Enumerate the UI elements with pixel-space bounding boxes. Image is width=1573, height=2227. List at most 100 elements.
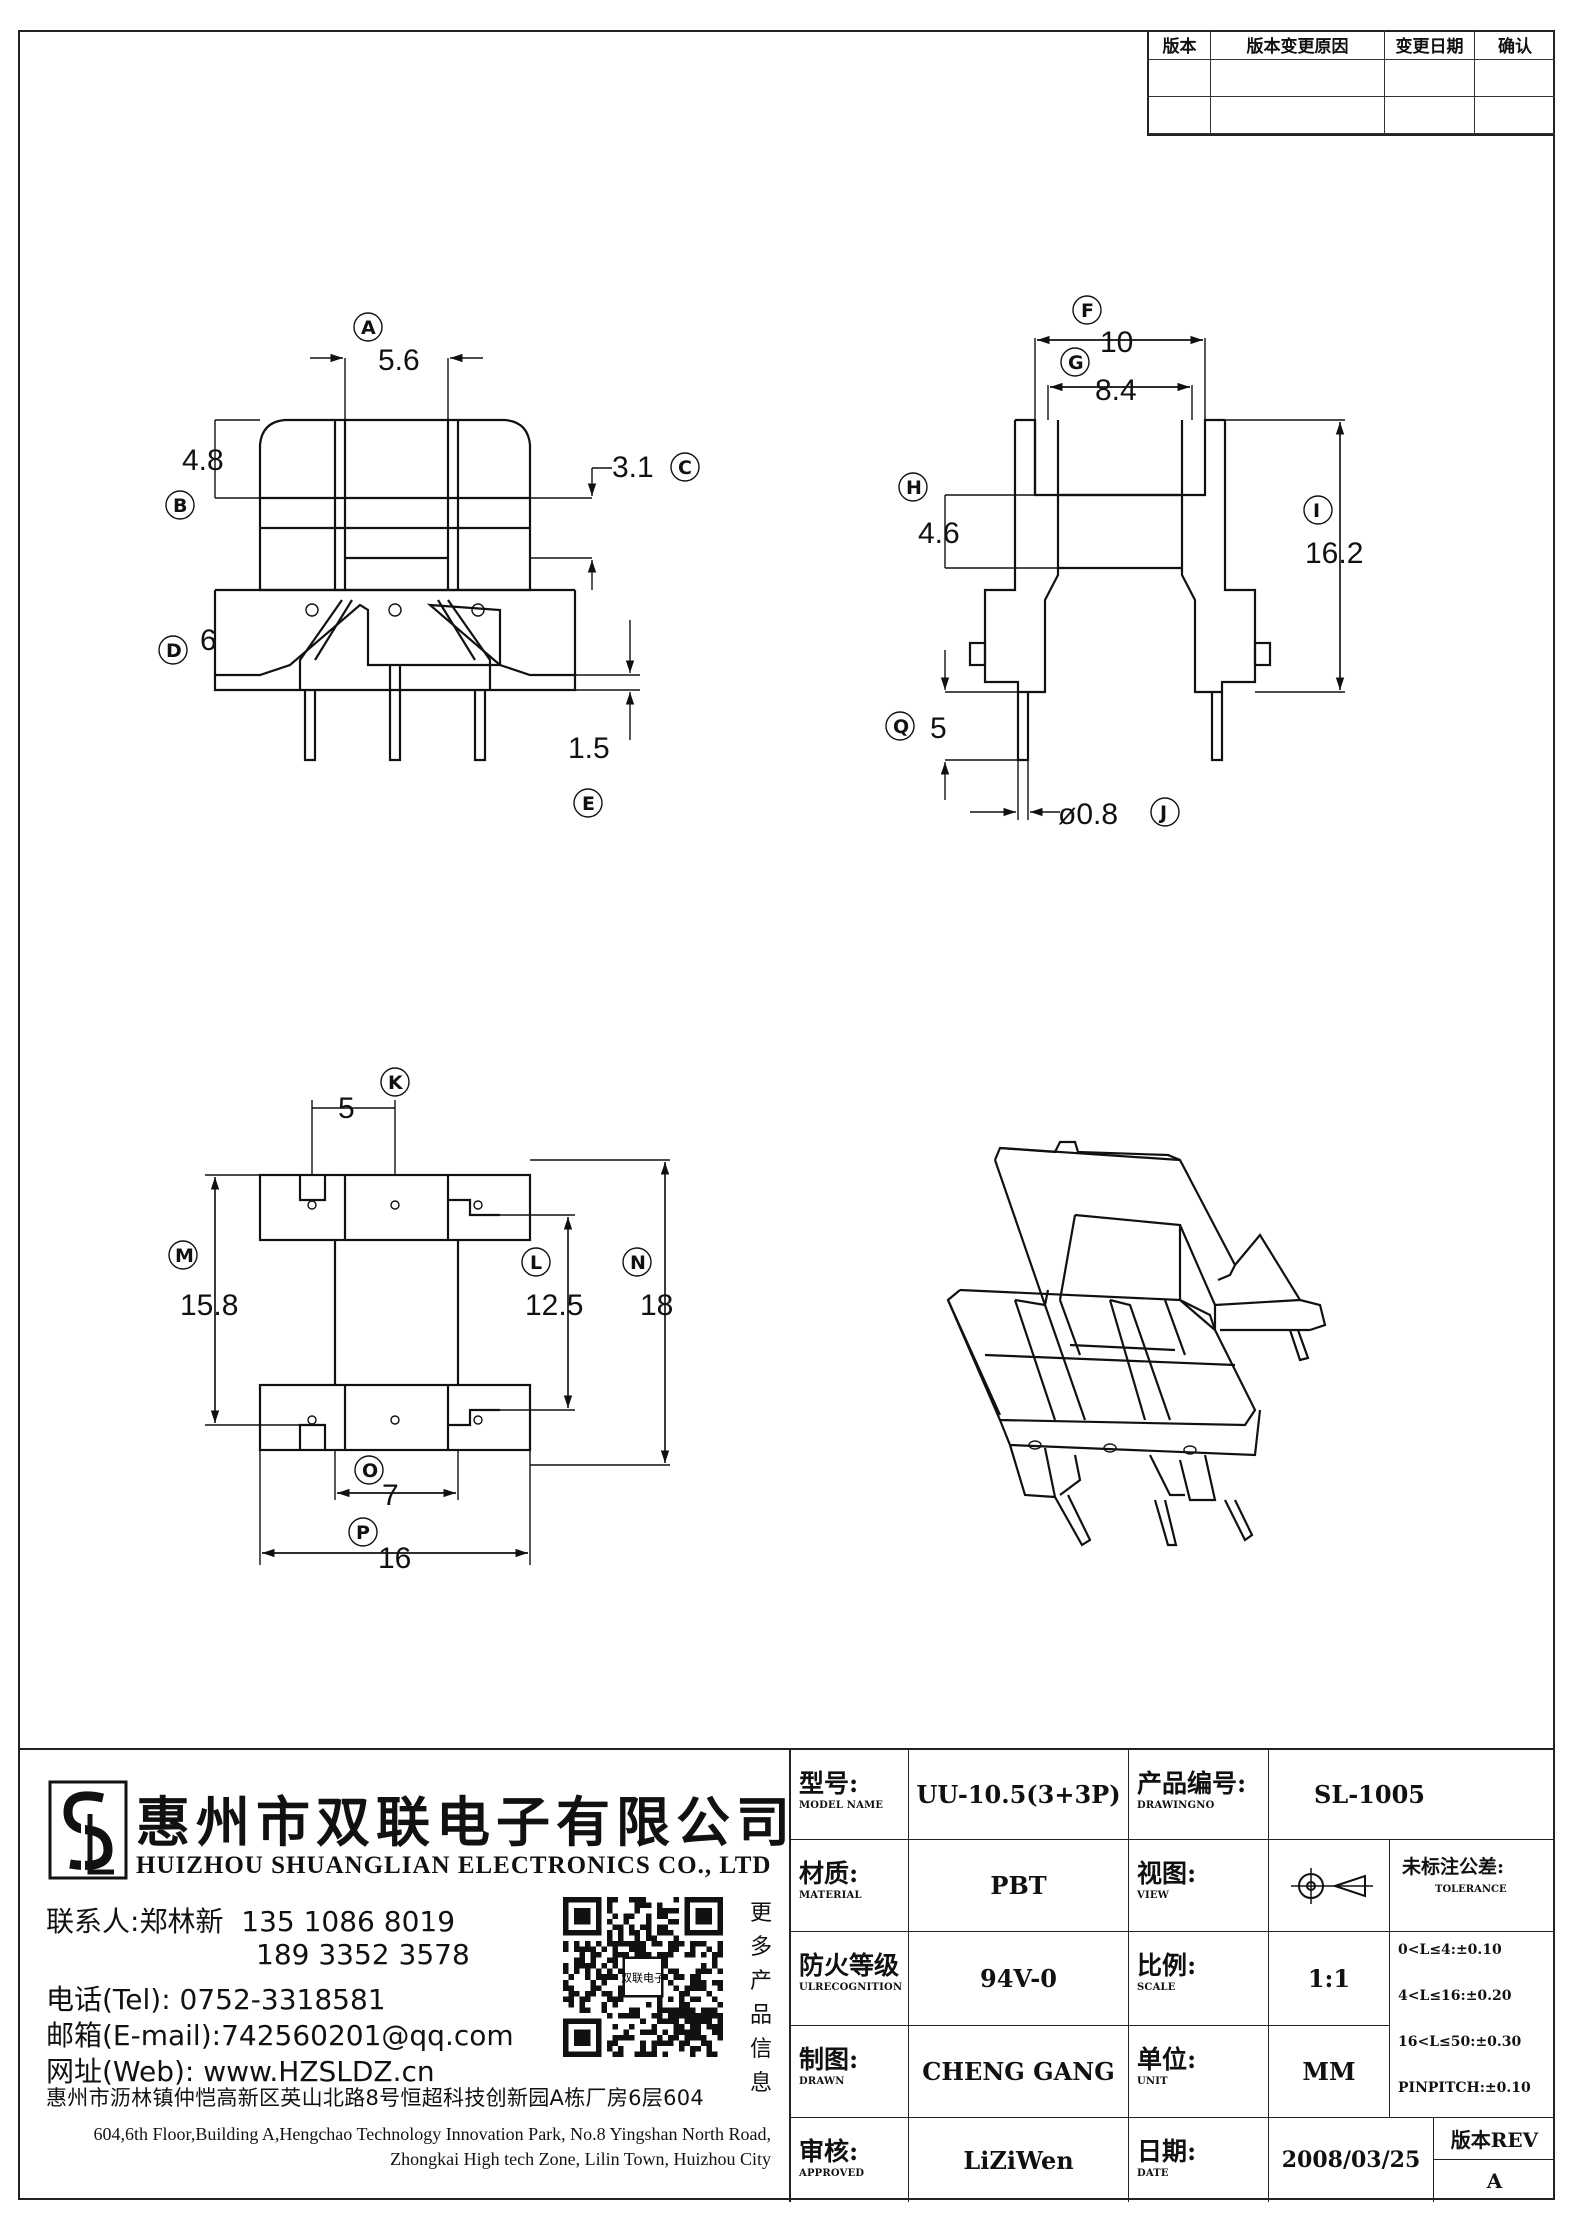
dim-P: 16 (378, 1542, 411, 1575)
drawingno-label: 产品编号:DRAWINGNO (1129, 1750, 1269, 1840)
side-view: 10 8.4 4.6 16.2 5 ø0.8 (918, 326, 1363, 831)
approved-label: 审核:APPROVED (791, 2118, 909, 2202)
dim-F: 10 (1100, 326, 1133, 359)
tolerance-list: 0<L≤4:±0.10 4<L≤16:±0.20 16<L≤50:±0.30 P… (1390, 1932, 1555, 2118)
dim-A: 5.6 (378, 344, 420, 377)
drawingno-value: SL-1005 (1269, 1750, 1555, 1840)
dim-L: 12.5 (525, 1289, 583, 1322)
rev-cell (1211, 60, 1385, 97)
rev-cell (1385, 97, 1475, 134)
callout-D: D (166, 640, 182, 662)
revision-table: 版本 版本变更原因 变更日期 确认 (1147, 30, 1555, 136)
unit-label: 单位:UNIT (1129, 2026, 1269, 2118)
contact-label: 联系人: (46, 1905, 140, 1938)
callout-O: O (362, 1460, 378, 1482)
callout-I: I (1313, 500, 1320, 522)
projection-symbol (1269, 1840, 1390, 1932)
qr-code-icon: 双联电子 (563, 1897, 723, 2057)
callout-H: H (906, 477, 922, 499)
contact-line: 联系人:郑林新 135 1086 8019 (46, 1900, 455, 1940)
qr-side-char: 息 (749, 2071, 772, 2096)
tolerance-2: 4<L≤16:±0.20 (1398, 1988, 1512, 2004)
dim-Q: 5 (930, 712, 947, 745)
company-name-cn: 惠州市双联电子有限公司 (136, 1790, 796, 1854)
view-label: 视图:VIEW (1129, 1840, 1269, 1932)
callout-L: L (530, 1252, 542, 1274)
drawn-value: CHENG GANG (909, 2026, 1129, 2118)
company-logo-icon (48, 1780, 128, 1880)
dim-M: 15.8 (180, 1289, 238, 1322)
callout-J: J (1158, 802, 1167, 824)
qr-side-char: 品 (749, 2003, 772, 2028)
tolerance-3: 16<L≤50:±0.30 (1398, 2034, 1522, 2050)
dim-I: 16.2 (1305, 537, 1363, 570)
company-name-en: HUIZHOU SHUANGLIAN ELECTRONICS CO., LTD (136, 1852, 772, 1879)
rev-cell (1385, 60, 1475, 97)
rev-value: A (1486, 2169, 1503, 2193)
scale-label: 比例:SCALE (1129, 1932, 1269, 2026)
email-line: 邮箱(E-mail):742560201@qq.com (46, 2019, 514, 2052)
callout-B: B (173, 495, 187, 517)
callout-M: M (175, 1245, 194, 1267)
callout-K: K (388, 1072, 404, 1094)
dim-N: 18 (640, 1289, 673, 1322)
dim-H: 4.6 (918, 517, 960, 550)
address-cn: 惠州市沥林镇仲恺高新区英山北路8号恒超科技创新园A栋厂房6层604 (46, 2086, 705, 2110)
rev-cell (1211, 97, 1385, 134)
qr-side-char: 更 (749, 1901, 772, 1926)
callout-Q: Q (893, 716, 909, 738)
rev-cell (1149, 97, 1211, 134)
rev-header-date: 变更日期 (1385, 30, 1475, 60)
dim-B: 4.8 (182, 444, 224, 477)
scale-value: 1:1 (1269, 1932, 1390, 2026)
isometric-view (946, 1140, 1327, 1547)
tolerance-1: 0<L≤4:±0.10 (1398, 1942, 1502, 1958)
dim-O: 7 (382, 1479, 399, 1512)
dim-K: 5 (338, 1092, 355, 1125)
title-block: 惠州市双联电子有限公司 HUIZHOU SHUANGLIAN ELECTRONI… (18, 1748, 1555, 2202)
dim-G: 8.4 (1095, 374, 1137, 407)
tolerance-4: PINPITCH:±0.10 (1398, 2080, 1531, 2096)
rev-header-version: 版本 (1149, 30, 1211, 60)
qr-center-text: 双联电子 (621, 1971, 665, 1984)
callout-F: F (1081, 300, 1094, 322)
rev-cell (1475, 60, 1555, 97)
technical-drawing: 5.6 4.8 3.1 6 1.5 A B C D E (158, 295, 1363, 1575)
callout-C: C (678, 457, 692, 479)
model-value: UU-10.5(3+3P) (909, 1750, 1129, 1840)
rev-cell (1149, 60, 1211, 97)
dim-E: 1.5 (568, 732, 610, 765)
rev-header-confirm: 确认 (1475, 30, 1555, 60)
qr-side-char: 信 (749, 2037, 772, 2062)
callouts-top: K L M N O P (168, 1067, 652, 1547)
callout-E: E (582, 793, 595, 815)
web-line: 网址(Web): www.HZSLDZ.cn (46, 2055, 435, 2088)
callouts-front: A B C D E (158, 312, 700, 818)
callout-G: G (1068, 352, 1084, 374)
qr-side-char: 产 (749, 1969, 772, 1994)
rev-header-reason: 版本变更原因 (1211, 30, 1385, 60)
contact-name: 郑林新 (139, 1905, 224, 1938)
dim-D: 6 (200, 624, 217, 657)
callout-A: A (361, 317, 376, 339)
fire-value: 94V-0 (909, 1932, 1129, 2026)
date-value: 2008/03/25 (1269, 2118, 1434, 2202)
address-en: 604,6th Floor,Building A,Hengchao Techno… (93, 2124, 771, 2169)
tel-line: 电话(Tel): 0752-3318581 (46, 1983, 386, 2016)
company-panel: 惠州市双联电子有限公司 HUIZHOU SHUANGLIAN ELECTRONI… (18, 1750, 791, 2202)
top-view: 5 15.8 12.5 18 7 16 (180, 1092, 673, 1575)
first-angle-projection-icon (1291, 1868, 1373, 1904)
rev-cell (1475, 97, 1555, 134)
date-label: 日期:DATE (1129, 2118, 1269, 2202)
rev-label: 版本REV (1434, 2118, 1555, 2160)
callout-P: P (356, 1522, 370, 1544)
qr-side-char: 多 (749, 1935, 772, 1960)
front-view: 5.6 4.8 3.1 6 1.5 (182, 344, 654, 765)
callout-N: N (630, 1252, 646, 1274)
qr-side-text: 更 多 产 品 信 息 (746, 1897, 776, 2101)
drawn-label: 制图:DRAWN (791, 2026, 909, 2118)
unit-value: MM (1269, 2026, 1390, 2118)
material-label: 材质:MATERIAL (791, 1840, 909, 1932)
tolerance-header: 未标注公差: TOLERANCE (1390, 1840, 1555, 1932)
